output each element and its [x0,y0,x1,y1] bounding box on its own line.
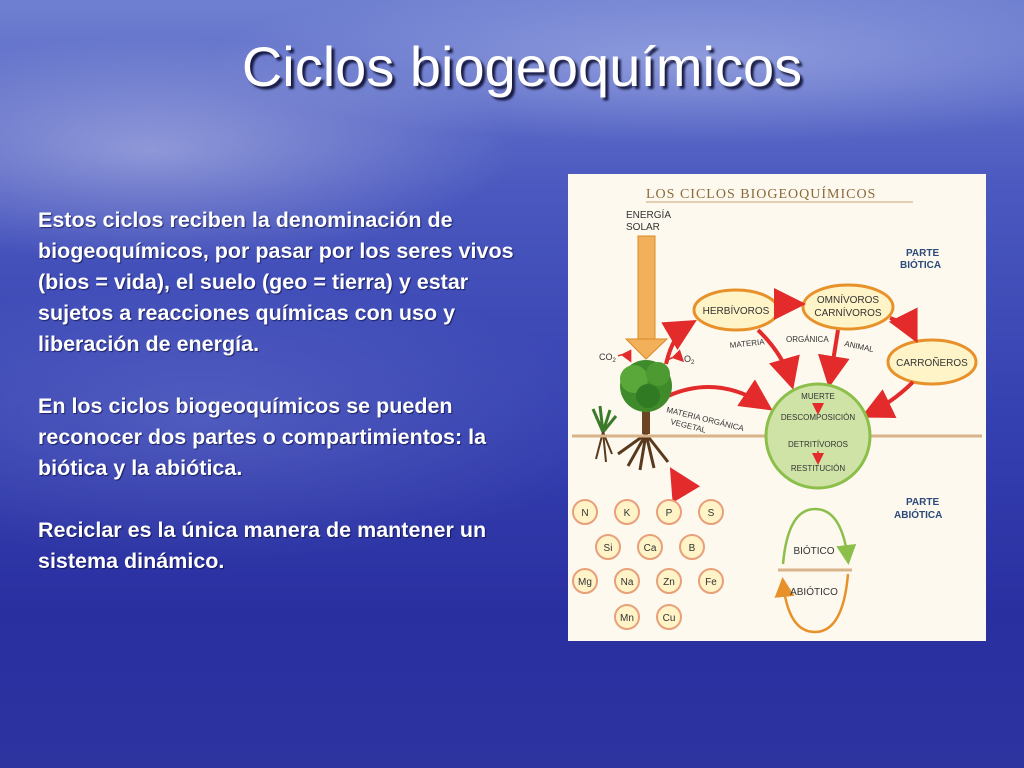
element-circle [679,534,705,560]
arrow-carr-muerte [860,380,915,419]
materia-animal-3: ANIMAL [844,339,876,354]
parte-biotica-1: PARTE [906,248,939,259]
parte-abiotica-2: ABIÓTICA [894,508,942,521]
decomposition-circle [764,382,872,490]
arrow-tree-herbivoros [661,319,697,365]
parte-biotica-2: BIÓTICA [900,258,941,271]
paragraph-1: Estos ciclos reciben la denominación de … [38,208,514,356]
element-label: Na [621,577,634,588]
step-detritivoros: DETRITÍVOROS [788,440,848,449]
element-label: Fe [705,577,717,588]
element-label: N [581,508,588,519]
tree-icon [617,360,672,471]
grass-plant-icon [591,405,618,463]
solar-energy-arrow [624,235,669,360]
element-circle [637,534,663,560]
element-circle [572,499,598,525]
element-circle [656,499,682,525]
cycle-diagram: Los ciclos biogeoquímicos ENERGÍA SOLAR … [568,174,986,641]
materia-animal-2: ORGÁNICA [786,335,829,344]
element-circle [572,568,598,594]
slide-body: Estos ciclos reciben la denominación de … [38,205,543,608]
energy-label-1: ENERGÍA [626,208,671,221]
element-circle [595,534,621,560]
co2-label: CO2 [599,352,617,364]
biotic-abiotic-cycle [774,507,857,634]
diagram-title: Los ciclos biogeoquímicos [646,185,876,202]
element-circle [614,604,640,630]
carroneros-label: CARROÑEROS [896,356,968,369]
abiotico-label: ABIÓTICO [790,585,838,598]
element-label: Cu [663,613,676,624]
omnivoros-label-1: OMNÍVOROS [817,293,880,306]
arrow-omni-carr [888,307,918,344]
materia-animal-1: MATERIA [729,337,765,350]
arrow-herb-muerte [756,328,800,390]
element-label: S [708,508,715,519]
slide-title: Ciclos biogeoquímicos [241,35,803,98]
paragraph-3: Reciclar es la única manera de mantener … [38,518,487,573]
element-label: Ca [644,543,657,554]
arrow-omni-muerte [817,329,850,388]
element-label: K [624,508,631,519]
element-circle [656,568,682,594]
parte-abiotica-1: PARTE [906,497,939,508]
element-label: Si [604,543,613,554]
omnivoros-ellipse [801,283,895,331]
paragraph-2: En los ciclos biogeoquímicos se pueden r… [38,394,487,480]
element-label: Mg [578,577,592,588]
element-circle [614,568,640,594]
herbivoros-label: HERBÍVOROS [703,304,770,317]
energy-label-2: SOLAR [626,222,660,233]
step-muerte: MUERTE [801,392,835,401]
element-label: Mn [620,613,634,624]
arrow-element-root [669,467,701,503]
step-descomposicion: DESCOMPOSICIÓN [781,413,855,422]
element-circle [656,604,682,630]
element-label: P [666,508,673,519]
omnivoros-label-2: CARNÍVOROS [814,306,882,319]
biotico-label: BIÓTICO [793,544,834,557]
arrow-tree-muerte [667,379,773,411]
element-circle [698,499,724,525]
element-label: Zn [663,577,675,588]
o2-label: O2 [684,354,695,366]
carroneros-ellipse [886,338,978,386]
element-circle [698,568,724,594]
element-label: B [689,543,696,554]
element-circle [614,499,640,525]
step-restitucion: RESTITUCIÓN [791,464,845,473]
